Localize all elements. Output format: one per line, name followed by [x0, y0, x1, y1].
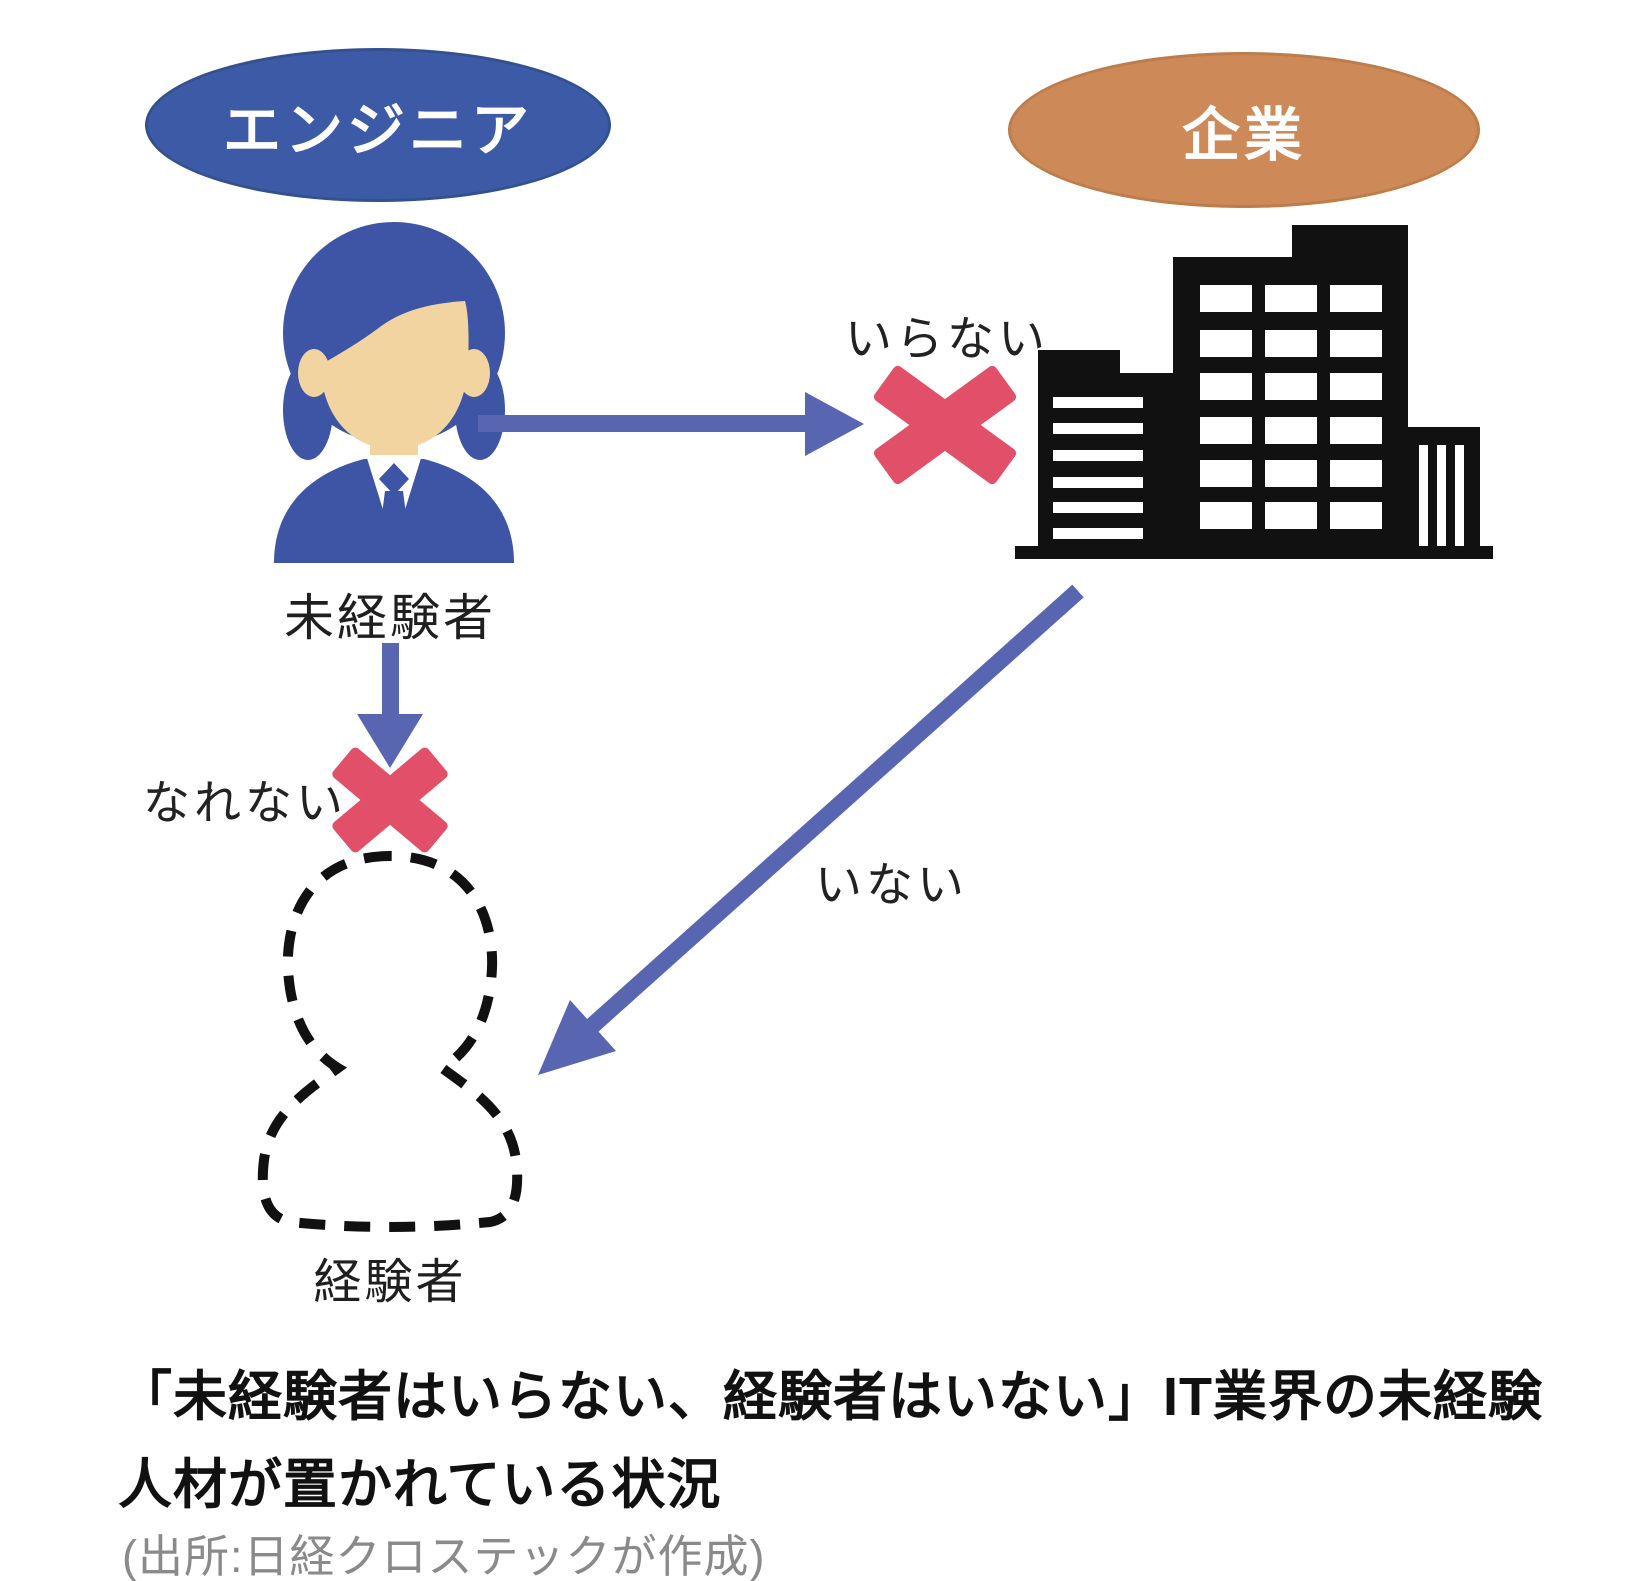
experienced-label: 経験者	[313, 1256, 467, 1309]
narenai-label: なれない	[143, 776, 347, 829]
cross-iranai-icon	[873, 365, 1017, 485]
building-icon	[1015, 225, 1493, 559]
caption-source: (出所:日経クロステックが作成)	[122, 1531, 766, 1581]
inai-label: いない	[815, 858, 968, 911]
engineer-ellipse-label: エンジニア	[222, 98, 533, 163]
iranai-label: いらない	[845, 312, 1049, 365]
dashed-person-silhouette-icon	[257, 850, 523, 1232]
cross-narenai-icon	[332, 747, 448, 853]
caption-line1: 「未経験者はいらない、経験者はいない」IT業界の未経験	[118, 1367, 1543, 1427]
arrow-down-icon	[357, 643, 423, 768]
company-ellipse-label: 企業	[1181, 103, 1306, 168]
engineer-ellipse: エンジニア	[145, 48, 611, 202]
caption-line2: 人材が置かれている状況	[118, 1455, 722, 1515]
company-ellipse: 企業	[1008, 52, 1480, 208]
arrow-diagonal-icon	[538, 584, 1084, 1075]
arrow-right-icon	[478, 392, 864, 456]
person-icon	[274, 222, 514, 563]
inexperienced-label: 未経験者	[284, 590, 496, 646]
